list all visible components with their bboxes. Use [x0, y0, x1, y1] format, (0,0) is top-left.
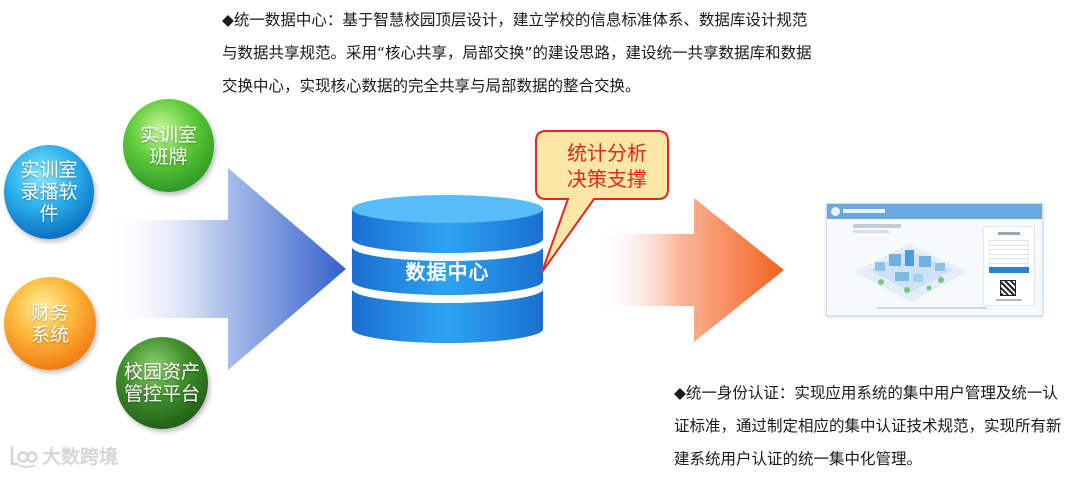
username-field [989, 240, 1029, 246]
password-field [989, 249, 1029, 255]
campus-illustration [855, 244, 967, 302]
source-label: 财务 系统 [30, 301, 69, 346]
bottom-description: ◆统一身份认证：实现应用系统的集中用户管理及统一认证标准，通过制定相应的集中认证… [674, 384, 1062, 468]
source-label: 校园资产 管控平台 [123, 361, 200, 405]
watermark-logo-icon [10, 445, 38, 468]
screenshot-footer [877, 307, 987, 309]
callout-bubble [535, 130, 669, 273]
logo-icon [831, 207, 840, 216]
database-cylinder [352, 195, 543, 343]
login-screenshot [826, 203, 1043, 316]
screenshot-subtitle-bar [853, 224, 901, 228]
inflow-arrow [104, 168, 346, 370]
login-panel [983, 226, 1035, 306]
source-recording-software: 实训室 录播软 件 [4, 145, 94, 239]
screenshot-title-bar [843, 209, 885, 213]
qr-caption [996, 299, 1022, 301]
login-button [989, 267, 1029, 273]
watermark: 大数跨境 [8, 442, 118, 469]
outflow-arrow [596, 198, 784, 342]
screenshot-subtitle-bar [853, 230, 889, 233]
captcha-field [989, 258, 1029, 264]
source-label: 实训室 班牌 [139, 123, 197, 168]
qr-code-icon [1000, 280, 1016, 296]
source-classroom-sign: 实训室 班牌 [123, 99, 214, 192]
watermark-text: 大数跨境 [42, 446, 119, 468]
screenshot-header-bar [827, 204, 1042, 219]
source-asset-platform: 校园资产 管控平台 [116, 337, 208, 429]
database-label: 数据中心 [405, 260, 490, 284]
source-finance-system: 财务 系统 [4, 277, 96, 370]
source-label: 实训室 录播软 件 [20, 159, 78, 225]
login-heading [998, 232, 1020, 235]
top-description: ◆统一数据中心：基于智慧校园顶层设计，建立学校的信息标准体系、数据库设计规范与数… [222, 11, 812, 95]
callout-label: 统计分析 决策支撑 [567, 141, 647, 191]
